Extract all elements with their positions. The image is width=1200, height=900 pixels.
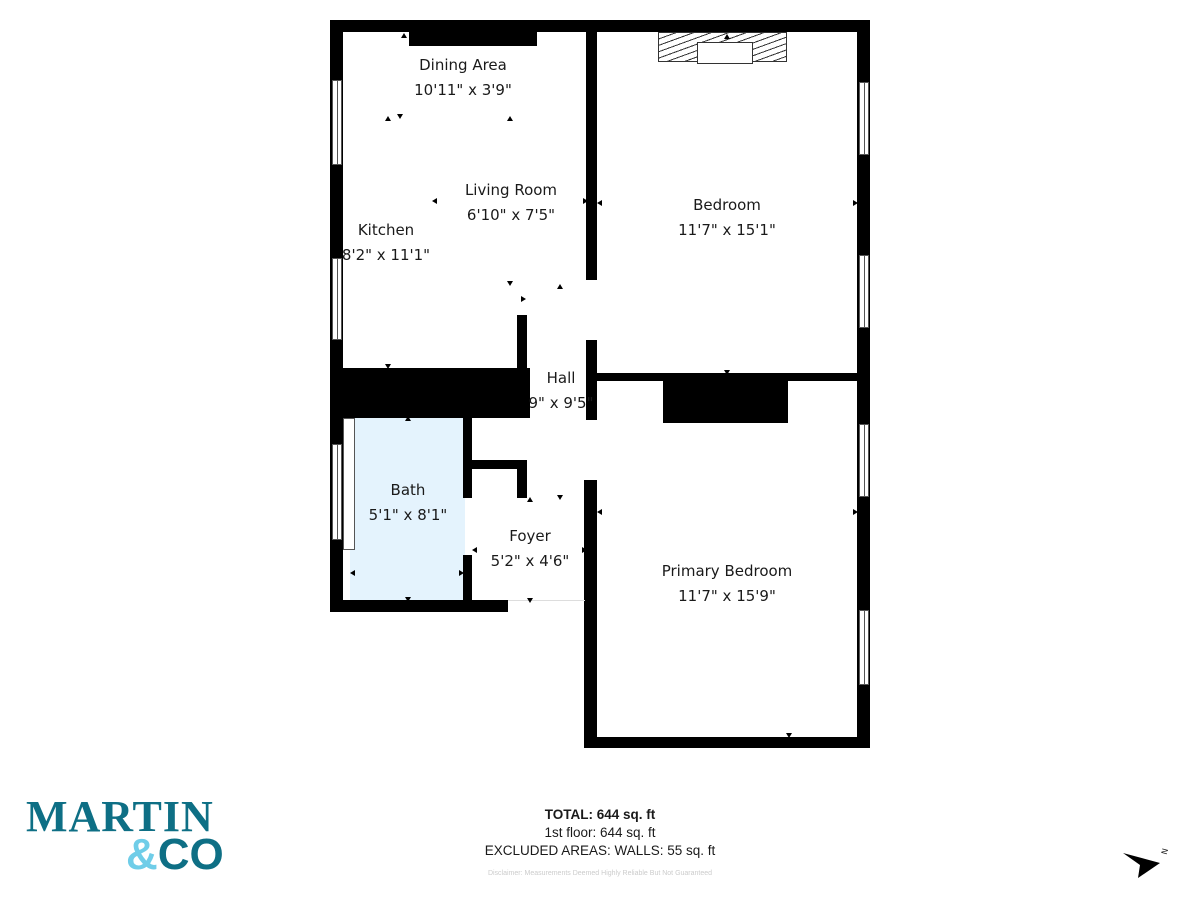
wall-kitchen-bottom [330, 368, 530, 418]
wall-right [857, 20, 870, 748]
room-dining-area: Dining Area 10'11" x 3'9" [414, 53, 512, 103]
room-size: 11'7" x 15'1" [678, 221, 776, 239]
measure-arrow-icon [786, 733, 792, 738]
measure-arrow-icon [583, 198, 588, 204]
room-size: 5'1" x 8'1" [368, 506, 448, 524]
measure-arrow-icon [397, 114, 403, 119]
wall-bottom-left [330, 600, 508, 612]
room-name: Bedroom [693, 196, 761, 214]
total-area: TOTAL: 644 sq. ft [544, 807, 656, 822]
room-name: Bath [390, 481, 426, 499]
measure-arrow-icon [507, 281, 513, 286]
measure-arrow-icon [350, 570, 355, 576]
room-size: 8'2" x 11'1" [341, 246, 431, 264]
measure-arrow-icon [527, 497, 533, 502]
room-size: 5'2" x 4'6" [490, 552, 570, 570]
wall-bottom-right [584, 737, 870, 748]
window [332, 444, 342, 540]
wall-middle-mid [586, 340, 597, 420]
logo-line2: &CO [126, 833, 224, 877]
measure-arrow-icon [527, 598, 533, 603]
measure-arrow-icon [459, 570, 464, 576]
bath-fill [350, 418, 465, 600]
disclaimer: Disclaimer: Measurements Deemed Highly R… [487, 870, 713, 877]
logo-line1: MARTIN [26, 792, 214, 841]
bath-tub-edge [343, 418, 355, 550]
room-name: Living Room [464, 181, 558, 199]
room-size: 9" x 9'5" [528, 394, 594, 412]
wall-bedroom-divider [597, 373, 857, 381]
room-foyer: Foyer 5'2" x 4'6" [491, 524, 570, 574]
room-size: 11'7" x 15'9" [678, 587, 776, 605]
room-living-room: Living Room 6'10" x 7'5" [465, 178, 557, 228]
logo-co: CO [157, 830, 224, 879]
room-bath: Bath 5'1" x 8'1" [369, 478, 448, 528]
measure-arrow-icon [472, 547, 477, 553]
room-size: 10'11" x 3'9" [414, 81, 512, 99]
measure-arrow-icon [582, 547, 587, 553]
wall-top [330, 20, 870, 32]
martin-co-logo: MARTIN &CO [26, 792, 224, 877]
measure-arrow-icon [853, 200, 858, 206]
measure-arrow-icon [405, 597, 411, 602]
measure-arrow-icon [507, 116, 513, 121]
fireplace [658, 32, 787, 64]
measure-arrow-icon [724, 370, 730, 375]
measure-arrow-icon [557, 284, 563, 289]
window [859, 255, 869, 328]
wall-middle-lower [584, 480, 597, 748]
north-arrow-icon: N [1120, 845, 1175, 885]
wall-closet [472, 460, 522, 469]
window [332, 80, 342, 165]
room-name: Kitchen [357, 221, 415, 239]
window [859, 82, 869, 155]
wall-bath-right-lower [463, 555, 472, 600]
room-name: Foyer [509, 527, 551, 545]
room-name: Dining Area [419, 56, 507, 74]
excluded-area: EXCLUDED AREAS: WALLS: 55 sq. ft [484, 843, 716, 858]
window [332, 258, 342, 340]
window [859, 424, 869, 497]
measure-arrow-icon [432, 198, 437, 204]
entry-door [508, 600, 585, 601]
closet-block [663, 381, 788, 423]
floor-area: 1st floor: 644 sq. ft [544, 825, 656, 840]
measure-arrow-icon [405, 416, 411, 421]
window [859, 610, 869, 685]
wall-closet-side [517, 460, 527, 498]
measure-arrow-icon [521, 296, 526, 302]
dining-cabinet [409, 32, 537, 46]
room-name: Hall [546, 369, 576, 387]
room-bedroom: Bedroom 11'7" x 15'1" [678, 193, 776, 243]
room-hall: Hall 9" x 9'5" [529, 366, 594, 416]
wall-bath-right-upper [463, 418, 472, 498]
logo-ampersand: & [126, 830, 158, 879]
measure-arrow-icon [557, 495, 563, 500]
measure-arrow-icon [724, 34, 730, 39]
measure-arrow-icon [385, 364, 391, 369]
room-name: Primary Bedroom [661, 562, 793, 580]
measure-arrow-icon [385, 116, 391, 121]
measure-arrow-icon [597, 200, 602, 206]
wall-hall-stub [517, 315, 527, 370]
area-totals: TOTAL: 644 sq. ft 1st floor: 644 sq. ft … [430, 806, 770, 860]
wall-middle-upper [586, 20, 597, 280]
room-size: 6'10" x 7'5" [466, 206, 556, 224]
measure-arrow-icon [597, 509, 602, 515]
measure-arrow-icon [853, 509, 858, 515]
measure-arrow-icon [401, 33, 407, 38]
room-primary-bedroom: Primary Bedroom 11'7" x 15'9" [662, 559, 793, 609]
room-kitchen: Kitchen 8'2" x 11'1" [342, 218, 430, 268]
